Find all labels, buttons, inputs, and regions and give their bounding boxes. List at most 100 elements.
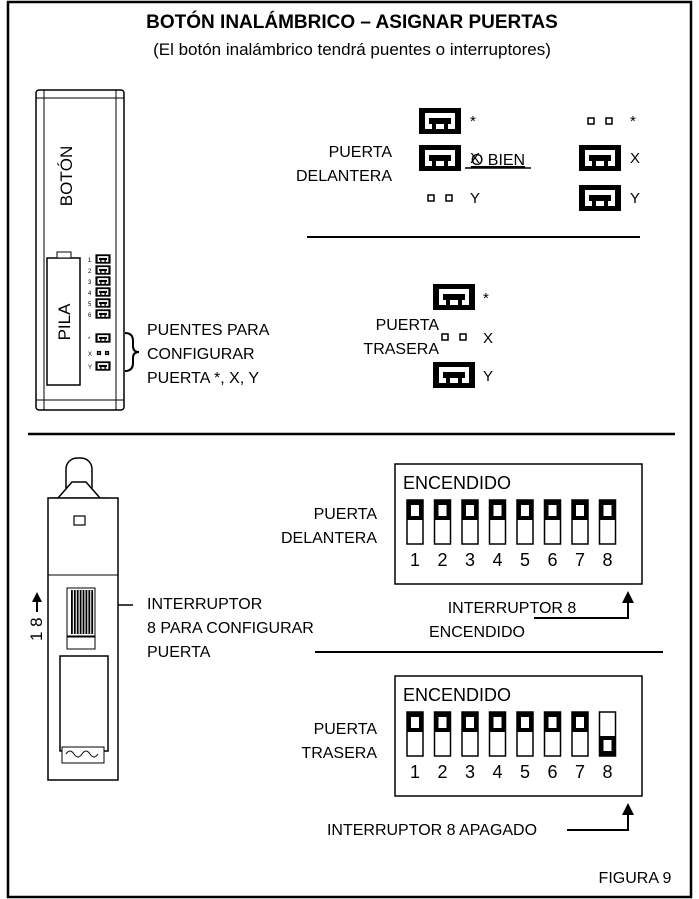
jumper-installed-icon [95, 309, 111, 319]
pin-label: Y [88, 365, 92, 371]
figure-frame [6, 0, 693, 899]
sw-rear-door-label-line-1: PUERTA [314, 721, 378, 738]
jumper-key: * [630, 113, 636, 130]
dip-switch-number: 7 [575, 550, 585, 570]
dip-switch-number: 2 [437, 762, 447, 782]
jumper-installed-icon [95, 298, 111, 308]
front-note-arrow-icon [534, 602, 629, 619]
dip-switch-on [571, 499, 589, 545]
device-label: BOTÓN [57, 146, 76, 206]
sw-rear-door-label-line-2: TRASERA [301, 745, 377, 762]
rear-note-arrowhead-icon [622, 803, 634, 815]
device-switch-bar [73, 590, 76, 634]
switch-range-label: 1 8 [27, 592, 46, 641]
device-switch-bar [85, 590, 88, 634]
rear-note-arrow-icon [567, 814, 629, 831]
jumper-installed-icon [579, 145, 621, 171]
dip-switch-on [461, 711, 479, 757]
front-note-line-2: ENCENDIDO [429, 624, 525, 641]
sw-front-door-label-line-2: DELANTERA [281, 530, 377, 547]
device-switch-bar [79, 590, 82, 634]
pin-label: X [88, 352, 92, 358]
jumper-installed-icon [579, 185, 621, 211]
dip-switch-number: 4 [492, 550, 502, 570]
remote-switch-device [47, 457, 133, 781]
jumper-key: X [470, 150, 480, 167]
brace-label-line-1: PUENTES PARA [147, 322, 270, 339]
front-door-option-a [419, 108, 461, 202]
pin-label: 1 [88, 258, 92, 264]
rear-door-label-line-2: TRASERA [363, 341, 439, 358]
jumper-installed-icon [95, 361, 111, 371]
dip-switch-number: 7 [575, 762, 585, 782]
device-pin-jumpers [95, 254, 111, 371]
device-switch-bar [82, 590, 85, 634]
figure-label: FIGURA 9 [599, 870, 672, 887]
jumper-key: X [483, 330, 493, 347]
dip-switch-on [516, 711, 534, 757]
dip-switch-on [543, 499, 562, 545]
jumper-key: Y [630, 190, 640, 207]
dip-switch-on [571, 711, 589, 757]
pin-label: 4 [88, 291, 92, 297]
dip-switch-number: 4 [492, 762, 502, 782]
remote-jumper-device [35, 89, 125, 411]
dip-switch-number: 8 [602, 762, 612, 782]
brace-icon [124, 332, 140, 372]
front-door-option-a-keys: * X Y [470, 113, 480, 207]
jumper-key: X [630, 150, 640, 167]
jumper-key: * [483, 290, 489, 307]
dip-switch-on [406, 711, 424, 757]
dip-switch-on [543, 711, 562, 757]
pin-label: 3 [88, 280, 92, 286]
front-door-label-line-2: DELANTERA [296, 168, 392, 185]
device-switch-bar [91, 590, 94, 634]
dip-switch-on [598, 499, 617, 545]
jumper-installed-icon [95, 287, 111, 297]
dip-switch-number: 2 [437, 550, 447, 570]
jumper-installed-icon [433, 284, 475, 310]
front-note-arrowhead-icon [622, 591, 634, 603]
dip-switch-on [488, 499, 507, 545]
range-start: 1 8 [27, 617, 46, 641]
figure-title: BOTÓN INALÁMBRICO – ASIGNAR PUERTAS [146, 11, 558, 33]
dip-switch-number: 5 [520, 550, 530, 570]
device-pin-labels: 1 2 3 4 5 6 * X Y [88, 258, 92, 371]
pin-label: 2 [88, 269, 92, 275]
dip-switch-on [406, 499, 424, 545]
device-switch-bar [88, 590, 91, 634]
jumper-installed-icon [95, 265, 111, 275]
jumper-installed-icon [433, 362, 475, 388]
dip-switch-number: 8 [602, 550, 612, 570]
pin-label: 5 [88, 302, 92, 308]
dip-switch-number: 5 [520, 762, 530, 782]
dip-switch-number: 3 [465, 550, 475, 570]
jumper-installed-icon [95, 254, 111, 264]
front-note-line-1: INTERRUPTOR 8 [448, 600, 577, 617]
rear-door-keys: * X Y [483, 290, 493, 385]
jumper-key: Y [470, 190, 480, 207]
jumper-installed-icon [419, 145, 461, 171]
jumper-open-icon [441, 333, 467, 341]
dip-switch-number: 1 [410, 762, 420, 782]
switch-device-label-line-3: PUERTA [147, 644, 211, 661]
front-door-option-b-keys: * X Y [630, 113, 640, 207]
dip-switch-number: 6 [547, 762, 557, 782]
battery-label: PILA [55, 303, 74, 341]
or-label: O BIEN [471, 152, 525, 169]
jumper-installed-icon [95, 333, 111, 343]
dip-switch-on [433, 499, 452, 545]
pin-label: * [88, 337, 91, 343]
switch-device-label-line-1: INTERRUPTOR [147, 596, 262, 613]
device-switch-bar [76, 590, 79, 634]
dip-switch-number: 3 [465, 762, 475, 782]
dip-switch-number: 1 [410, 550, 420, 570]
dip-switch-on [461, 499, 479, 545]
brace-label-line-2: CONFIGURAR [147, 346, 255, 363]
rear-door-label-line-1: PUERTA [376, 317, 440, 334]
sw-front-door-label-line-1: PUERTA [314, 506, 378, 523]
dip-switch-off [598, 711, 617, 757]
